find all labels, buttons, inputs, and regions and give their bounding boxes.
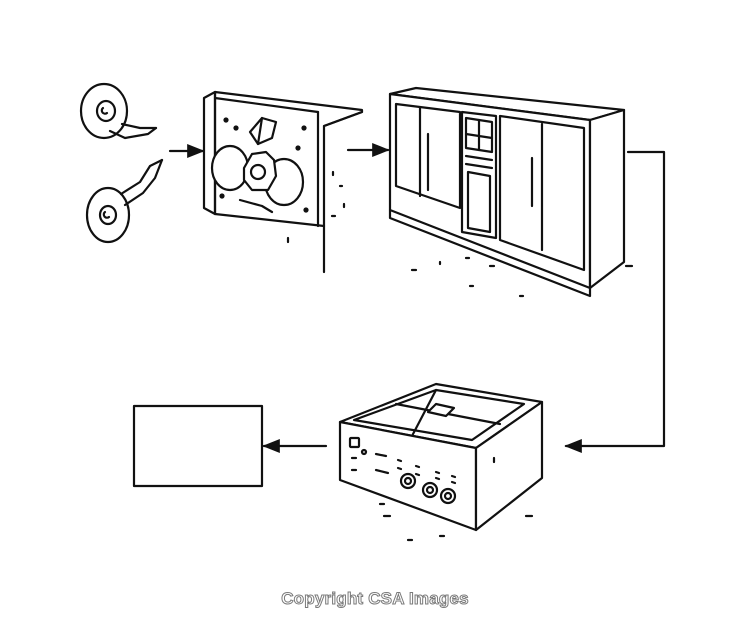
arrow-computer-to-console	[564, 150, 666, 454]
blank-rectangle-icon	[132, 404, 264, 488]
tape-reel-icon	[79, 82, 158, 140]
output-display	[132, 404, 264, 488]
control-console	[338, 382, 544, 542]
computer-cabinet-icon	[388, 86, 634, 298]
tape-reader	[202, 90, 364, 274]
tape-reel-icon	[85, 158, 164, 244]
tape-reels	[79, 82, 164, 244]
tape-reader-icon	[202, 90, 364, 274]
copyright-credit: Copyright CSA Images	[281, 589, 469, 609]
control-console-icon	[338, 382, 544, 542]
computer-cabinet	[388, 86, 634, 298]
